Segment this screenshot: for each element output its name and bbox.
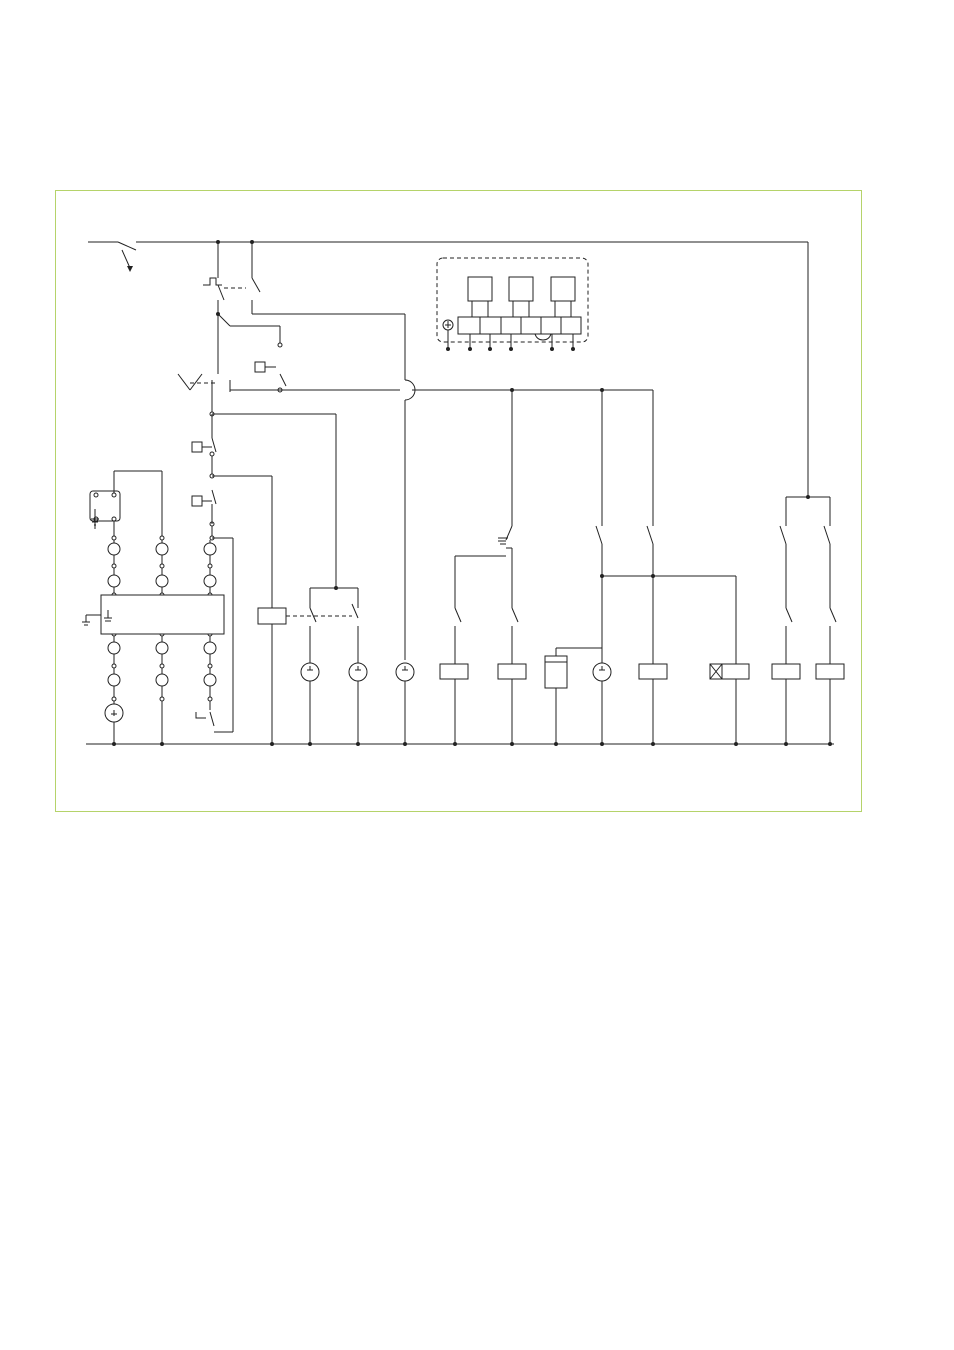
left-column-2 xyxy=(155,535,169,744)
top-supply-rail xyxy=(88,240,808,272)
sensor-block xyxy=(89,470,163,538)
terminal-block xyxy=(436,257,589,351)
second-feed-line xyxy=(251,242,416,660)
lamp-single xyxy=(395,662,415,744)
lamp-pair xyxy=(300,414,368,744)
circuit-808 xyxy=(771,242,845,744)
left-column-3 xyxy=(195,537,234,733)
lamp-markings xyxy=(111,666,605,716)
circuit-512 xyxy=(439,390,527,744)
controller-box xyxy=(82,594,225,635)
diagram-frame xyxy=(55,190,862,812)
relay-column xyxy=(257,476,352,744)
control-bus xyxy=(230,388,654,526)
circuit-602 xyxy=(544,390,750,744)
bottom-rail-junctions xyxy=(112,742,832,746)
